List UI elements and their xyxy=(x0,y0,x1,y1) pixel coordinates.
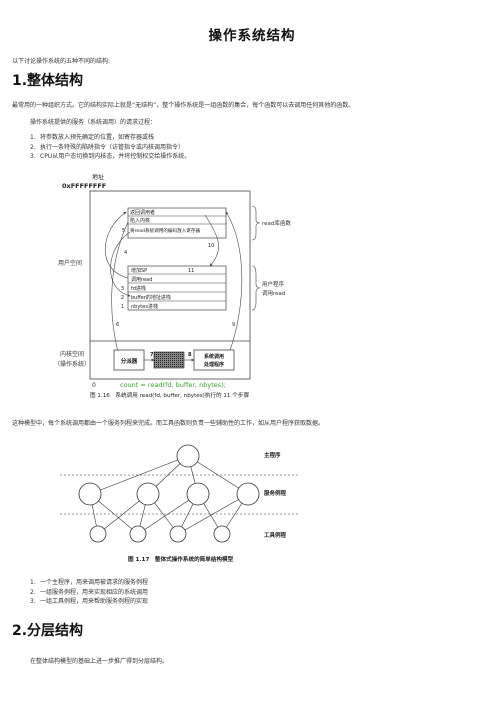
service-routine-node xyxy=(236,482,260,506)
proc-row: fd进栈 xyxy=(131,285,146,292)
stack-row: 返回调用者 xyxy=(130,209,155,216)
structure-components-list: 1.一个主程序，用来调用被请求的服务例程 2.一组服务例程，用来实现相应的系统调… xyxy=(30,578,148,607)
tool-routine-node xyxy=(169,525,187,543)
kernel-space-label-1: 内核空间 xyxy=(60,350,84,358)
read-library-label: read库函数 xyxy=(262,219,291,227)
step-number: 6 xyxy=(116,322,119,328)
memory-column xyxy=(89,190,251,380)
step-number: 9 xyxy=(232,322,235,328)
step-number: 4 xyxy=(124,250,127,256)
list-item: 2.一组服务例程，用来实现相应的系统调用 xyxy=(30,588,149,596)
service-routine-node xyxy=(78,482,102,506)
section-1-para-1: 最常用的一种组织方式。它的结构实际上就是“无结构”，整个操作系统是一组函数的集合… xyxy=(12,102,355,109)
section-1-heading: 1.整体结构 xyxy=(12,73,84,89)
handler-box xyxy=(193,349,235,371)
addr-label: 地址 xyxy=(92,173,104,181)
main-program-node xyxy=(176,444,200,468)
addr-value: 0xFFFFFFFF xyxy=(62,182,106,190)
structure-model-diagram xyxy=(60,444,300,543)
step-number: 1 xyxy=(121,304,124,310)
user-program-box xyxy=(127,265,227,311)
proc-row: 增加SP xyxy=(131,267,147,274)
section-2-heading: 2.分层结构 xyxy=(12,623,84,639)
step-number: 8 xyxy=(188,352,192,358)
step-number: 5 xyxy=(122,228,125,234)
service-routine-node xyxy=(136,482,160,506)
section-2-para: 在整体结构模型的基础上进一步推广得到分层结构。 xyxy=(30,658,169,665)
handler-label-2: 处理程序 xyxy=(203,361,224,368)
page-title: 操作系统结构 xyxy=(208,28,296,44)
stack-row: 将read系统调用的编码放入寄存器 xyxy=(130,227,200,234)
figure-1-16-caption: 图 1.16 系统调用 read(fd, buffer, nbytes)执行的 … xyxy=(90,391,249,399)
list-item: 1.将参数放入预先确定的位置，如寄存器或栈 xyxy=(30,134,155,141)
tool-routine-node xyxy=(89,525,107,543)
proc-row: 调用read xyxy=(131,276,152,283)
service-routine-node xyxy=(186,482,210,506)
user-program-label-1: 用户程序 xyxy=(262,280,285,288)
list-item: 2.执行一条特殊的陷阱指令（访管指令或内核调用指令） xyxy=(30,143,185,151)
tool-routine-node xyxy=(129,525,147,543)
proc-row: nbytes进栈 xyxy=(131,303,158,310)
step-number: 7 xyxy=(150,352,154,358)
address-zero: 0 xyxy=(92,382,96,389)
user-space-label: 用户空间 xyxy=(58,259,82,267)
figure-1-17-caption: 图 1.17 整体式操作系统的简单结构模型 xyxy=(128,555,234,563)
list-item: 3.一组工具例程，用来帮助服务例程的实现 xyxy=(30,598,149,605)
request-steps-list: 1.将参数放入预先确定的位置，如寄存器或栈 2.执行一条特殊的陷阱指令（访管指令… xyxy=(30,133,190,162)
section-1-para-2: 操作系统提供的服务（系统调用）的请求过程： xyxy=(30,119,157,126)
main-program-label: 主程序 xyxy=(264,451,281,459)
service-routine-label: 服务例程 xyxy=(264,489,287,497)
kernel-space-label-2: （操作系统） xyxy=(54,360,90,368)
user-program-label-2: 调用read xyxy=(262,289,285,297)
dispatcher-label: 分派器 xyxy=(121,357,138,365)
step-number: 10 xyxy=(208,243,214,249)
step-number: 11 xyxy=(188,268,194,274)
tool-routine-node xyxy=(213,525,231,543)
step-number: 3 xyxy=(121,286,124,292)
list-item: 1.一个主程序，用来调用被请求的服务例程 xyxy=(30,579,149,586)
handler-label-1: 系统调用 xyxy=(204,353,224,360)
step-number: 2 xyxy=(121,295,124,301)
model-description-para: 这种模型中，每个系统调用都由一个服务列程来完成。而工具函数则负责一些辅助性的工作… xyxy=(12,420,325,427)
intro-text: 以下讨论操作系统的五种不同的结构: xyxy=(12,58,111,65)
proc-row: buffer的地址进栈 xyxy=(131,294,171,301)
code-line: count = read(fd, buffer, nbytes); xyxy=(120,381,226,389)
list-item: 3.CPU从用户态切换到内核态，并将控制权交给操作系统。 xyxy=(30,153,191,160)
stack-row: 陷入内核 xyxy=(130,217,150,224)
tool-routine-label: 工具例程 xyxy=(264,531,287,539)
call-edge xyxy=(89,455,189,495)
